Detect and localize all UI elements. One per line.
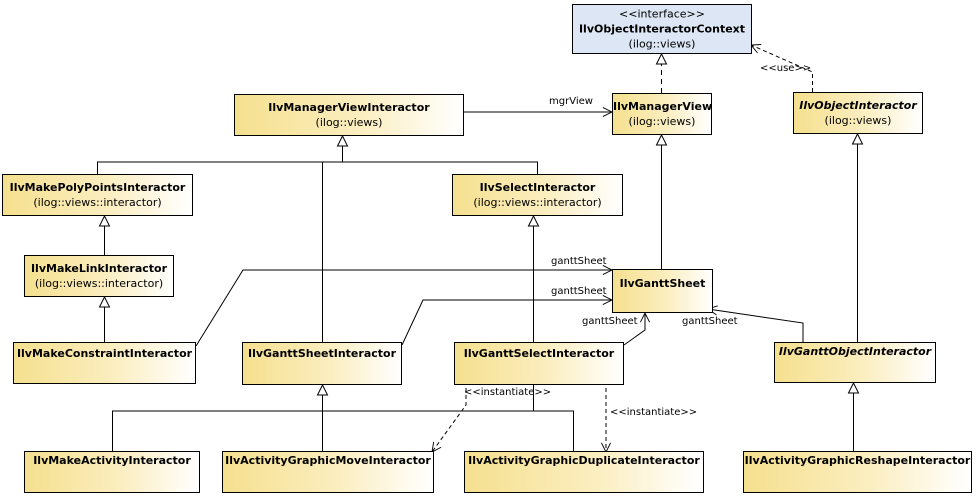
generalization-mai-gsel <box>112 410 574 451</box>
class-name: IlvActivityGraphicDuplicateInteractor <box>468 454 700 467</box>
class-package: (ilog::views) <box>315 116 383 129</box>
class-name: IlvManagerView <box>613 100 713 113</box>
class-name: IlvMakeConstraintInteractor <box>16 347 193 360</box>
class-package: (ilog::views::interactor) <box>34 277 164 290</box>
class-package: (ilog::views) <box>824 114 892 127</box>
class-name: IlvMakePolyPointsInteractor <box>9 181 186 194</box>
class-ilvganttselectinteractor[interactable]: IlvGanttSelectInteractor <box>454 342 624 385</box>
class-package: (ilog::views) <box>628 115 696 128</box>
stereotype-label: <<interface>> <box>619 7 705 21</box>
class-ilvmanagerview[interactable]: IlvManagerView (ilog::views) <box>612 93 712 135</box>
class-name: IlvGanttSelectInteractor <box>463 347 615 360</box>
class-name: IlvMakeLinkInteractor <box>30 262 168 275</box>
class-package: (ilog::views::interactor) <box>33 196 162 209</box>
class-ilvactivitygraphicreshapeinteractor[interactable]: IlvActivityGraphicReshapeInteractor <box>743 451 972 493</box>
class-ilvmakelinkinteractor[interactable]: IlvMakeLinkInteractor (ilog::views::inte… <box>24 255 174 297</box>
class-package: (ilog::views) <box>628 37 696 51</box>
class-ilvmakeactivityinteractor[interactable]: IlvMakeActivityInteractor <box>24 451 200 493</box>
class-ilvselectinteractor[interactable]: IlvSelectInteractor (ilog::views::intera… <box>452 174 623 216</box>
instantiate-label: <<instantiate>> <box>610 407 698 418</box>
instantiate-label: <<instantiate>> <box>464 387 552 398</box>
class-name: IlvMakeActivityInteractor <box>33 454 191 467</box>
ganttsheet-label: ganttSheet <box>551 256 607 267</box>
class-name: IlvSelectInteractor <box>479 181 596 194</box>
association-gsi-gs <box>401 300 612 346</box>
class-name: IlvObjectInteractorContext <box>578 22 746 36</box>
class-name: IlvActivityGraphicReshapeInteractor <box>744 454 971 467</box>
class-package: (ilog::views::interactor) <box>473 196 602 209</box>
class-name: IlvGanttObjectInteractor <box>778 345 932 358</box>
ganttsheet-label: ganttSheet <box>551 286 607 297</box>
class-ilvganttobjectinteractor[interactable]: IlvGanttObjectInteractor <box>774 342 936 383</box>
association-gsel-gs <box>623 313 645 346</box>
class-ilvobjectinteractorcontext[interactable]: <<interface>> IlvObjectInteractorContext… <box>572 4 752 54</box>
class-name: IlvManagerViewInteractor <box>268 101 430 114</box>
dependency-instantiate-agm <box>432 388 467 452</box>
generalization-tree-mvi <box>97 161 538 174</box>
class-ilvmanagerviewinteractor[interactable]: IlvManagerViewInteractor (ilog::views) <box>234 94 464 136</box>
class-name: IlvObjectInteractor <box>799 99 917 112</box>
use-label: <<use>> <box>760 63 812 74</box>
dependency-oi-ctx <box>751 45 813 92</box>
class-name: IlvGanttSheet <box>619 277 706 290</box>
class-ilvactivitygraphicduplicateinteractor[interactable]: IlvActivityGraphicDuplicateInteractor <box>464 451 704 493</box>
class-name: IlvActivityGraphicMoveInteractor <box>225 454 431 467</box>
association-mci-gs <box>195 270 612 347</box>
class-ilvganttsheetinteractor[interactable]: IlvGanttSheetInteractor <box>242 342 402 385</box>
class-ilvganttsheet[interactable]: IlvGanttSheet <box>612 269 713 313</box>
ganttsheet-label: ganttSheet <box>582 316 638 327</box>
class-ilvobjectinteractor[interactable]: IlvObjectInteractor (ilog::views) <box>793 92 923 134</box>
class-ilvactivitygraphicmoveinteractor[interactable]: IlvActivityGraphicMoveInteractor <box>222 451 434 493</box>
class-ilvmakeconstraintinteractor[interactable]: IlvMakeConstraintInteractor <box>13 342 196 384</box>
mgrview-label: mgrView <box>549 96 593 107</box>
class-ilvmakepolypointsinteractor[interactable]: IlvMakePolyPointsInteractor (ilog::views… <box>2 174 193 216</box>
association-goi-gs <box>708 309 804 342</box>
class-name: IlvGanttSheetInteractor <box>247 347 397 360</box>
ganttsheet-label: ganttSheet <box>682 316 738 327</box>
